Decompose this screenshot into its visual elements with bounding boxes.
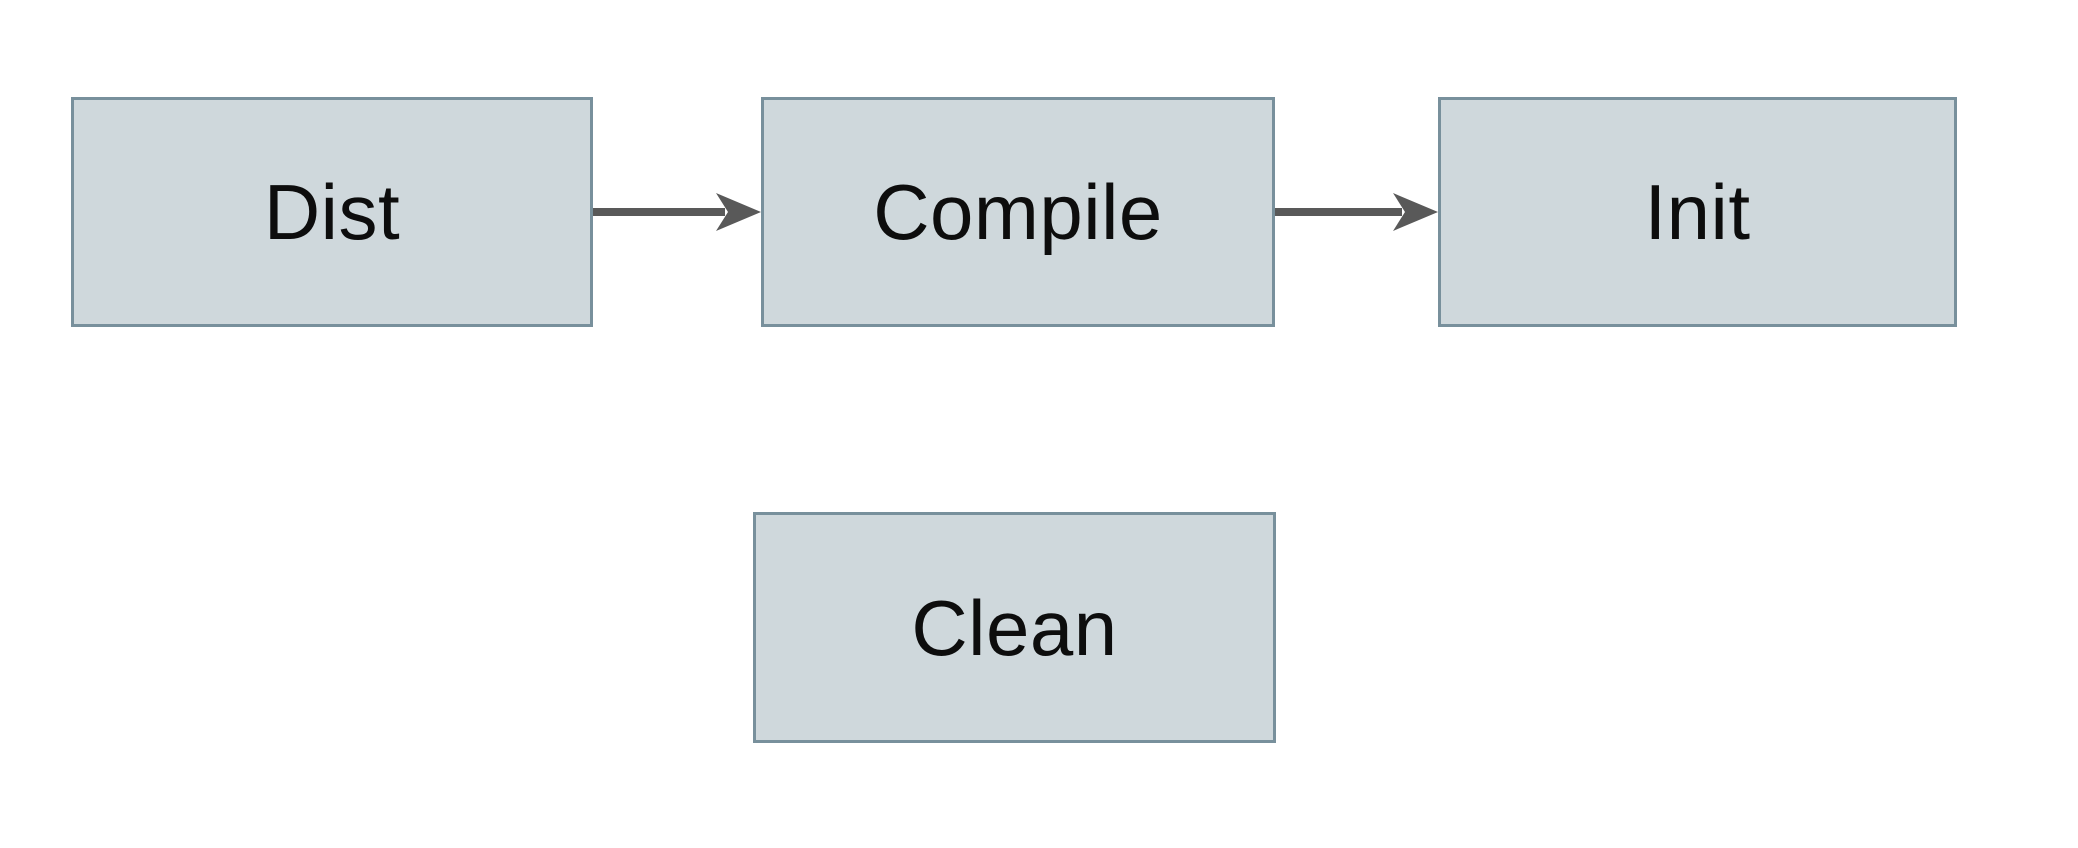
arrow-head [716,193,761,231]
node-init[interactable]: Init [1438,97,1957,327]
node-compile-label: Compile [873,168,1163,256]
node-compile[interactable]: Compile [761,97,1275,327]
arrow-compile-to-init-icon[interactable] [1275,190,1438,234]
node-dist[interactable]: Dist [71,97,593,327]
arrow-shaft [1275,208,1402,216]
node-dist-label: Dist [263,168,401,256]
arrow-head [1393,193,1438,231]
node-clean[interactable]: Clean [753,512,1276,743]
arrow-shaft [593,208,725,216]
arrow-dist-to-compile-icon[interactable] [593,190,761,234]
node-clean-label: Clean [911,583,1118,672]
node-init-label: Init [1644,168,1751,256]
